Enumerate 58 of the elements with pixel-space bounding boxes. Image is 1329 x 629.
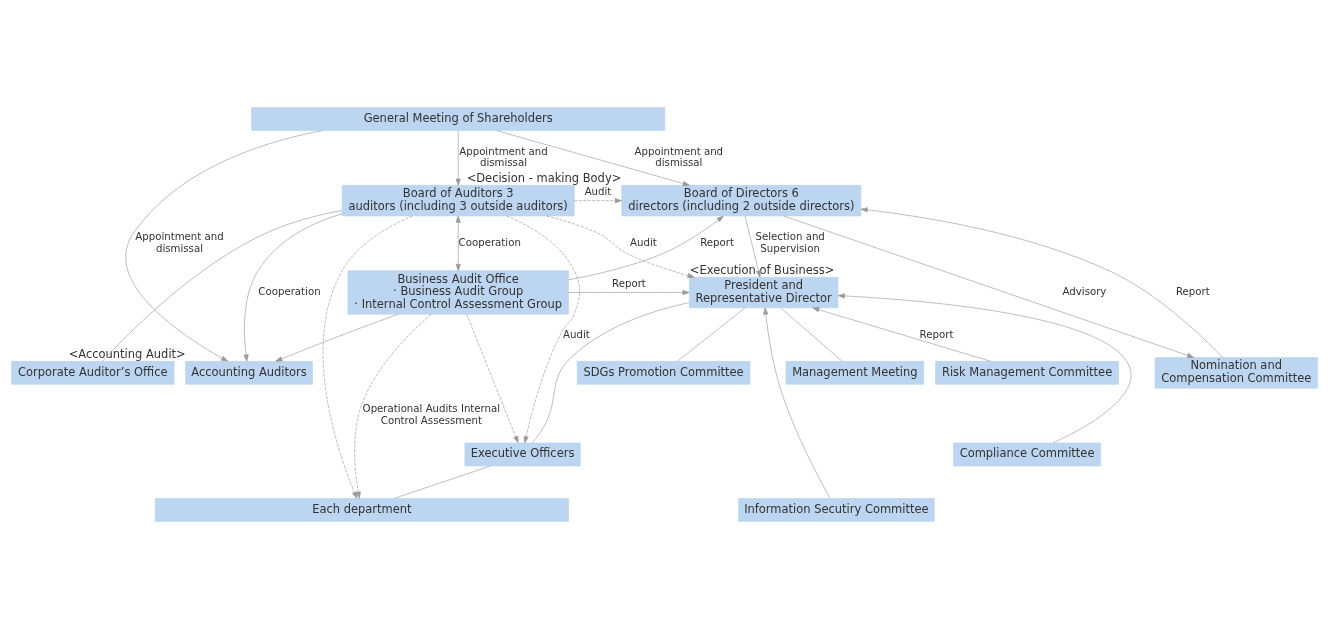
arrow — [568, 215, 724, 281]
node-box: Compliance Committee — [953, 442, 1102, 467]
edge-label: Cooperation — [258, 285, 321, 297]
arrow — [763, 307, 831, 499]
edge-label: Audit — [584, 186, 612, 198]
arrow — [322, 215, 413, 499]
node-box: Each department — [154, 498, 569, 522]
arrow — [506, 215, 580, 444]
edge-label: Operational Audits Internal Control Assessment — [362, 403, 501, 426]
node-box: Board of Auditors 3 auditors (including 3 outside auditors) — [341, 185, 575, 217]
arrow — [574, 198, 622, 204]
arrow — [546, 215, 695, 278]
edge-label: Report — [612, 278, 646, 290]
edge-label: Report — [1175, 285, 1210, 297]
arrow — [125, 130, 323, 362]
node-box: Corporate Auditor’s Office — [11, 361, 175, 385]
node-box: President and Representative Director — [689, 276, 839, 309]
connector — [393, 465, 491, 499]
edge-label: Report — [919, 329, 954, 341]
arrow — [275, 313, 399, 362]
node-box: Accounting Auditors — [185, 361, 313, 385]
arrow — [744, 215, 761, 278]
arrow — [466, 314, 519, 444]
node-box: Information Secutiry Committee — [738, 498, 935, 522]
arrow — [783, 215, 1195, 358]
node-box: Business Audit Office · Business Audit Group · Internal Control Assessment Group — [347, 270, 569, 315]
node-label: <Decision - making Body> — [466, 170, 622, 185]
connector — [780, 307, 843, 362]
edge-label: Report — [700, 236, 734, 248]
node-box: Nomination and Compensation Committee — [1154, 357, 1318, 389]
node-box: Management Meeting — [785, 361, 925, 385]
node-box: Risk Management Committee — [935, 361, 1119, 385]
node-label: <Execution of Business> — [689, 262, 835, 277]
edge-label: Audit — [563, 329, 590, 341]
arrow — [860, 207, 1223, 358]
edge-label: Cooperation — [458, 236, 521, 248]
node-box: Executive Officers — [464, 442, 581, 467]
connector — [532, 302, 690, 444]
edge-label: Audit — [630, 236, 657, 248]
connector — [102, 210, 343, 362]
node-box: Board of Directors 6 directors (including 2 outside directors) — [621, 185, 862, 217]
edge-label: Selection and Supervision — [755, 231, 825, 254]
arrow — [455, 130, 461, 186]
node-label: <Accounting Audit> — [68, 346, 186, 361]
arrow — [568, 289, 690, 296]
edge-label: Appointment and dismissal — [634, 145, 724, 169]
node-box: SDGs Promotion Committee — [576, 361, 751, 385]
edge-label: Advisory — [1062, 285, 1107, 297]
arrow — [837, 293, 1132, 444]
connector — [677, 307, 746, 362]
node-box: General Meeting of Shareholders — [251, 107, 666, 131]
arrow — [496, 130, 690, 187]
arrow — [243, 213, 343, 362]
arrow — [455, 215, 461, 271]
edge-label: Appointment and dismissal — [459, 145, 548, 169]
arrow — [812, 307, 992, 362]
arrow — [354, 313, 432, 499]
edge-label: Appointment and dismissal — [135, 231, 224, 254]
